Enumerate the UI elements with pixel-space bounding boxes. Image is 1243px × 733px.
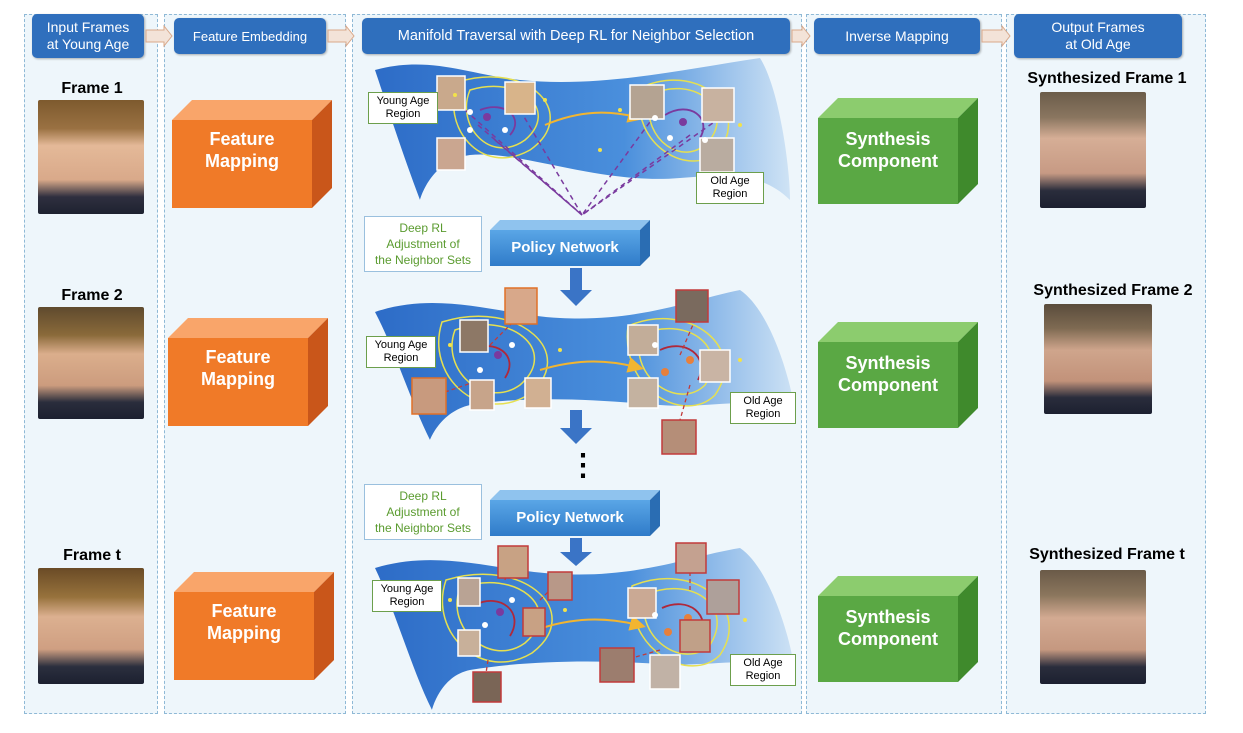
old-region-label-1: Old Age Region [696, 172, 764, 204]
manifold-yellow-dots [448, 93, 747, 622]
output-frame-image-3 [1040, 570, 1146, 684]
policy-network-label-1: Policy Network [511, 239, 619, 256]
old-region-label-2: Old Age Region [730, 392, 796, 424]
output-frame-label-2: Synthesized Frame 2 [1033, 282, 1193, 299]
header-arrows [145, 24, 1011, 48]
synthesis-boxes [818, 98, 978, 682]
input-frame-label-3: Frame t [63, 547, 121, 564]
young-region-label-1: Young Age Region [368, 92, 438, 124]
policy-network-label-2: Policy Network [516, 509, 624, 526]
input-frame-label-2: Frame 2 [61, 287, 123, 304]
old-region-label-3: Old Age Region [730, 654, 796, 686]
input-frame-label-1: Frame 1 [61, 80, 123, 97]
ellipsis: ⋮ [568, 449, 598, 482]
young-region-label-2: Young Age Region [366, 336, 436, 368]
manifold-1 [375, 58, 790, 216]
input-frame-image-2 [38, 307, 144, 419]
deep-rl-label-2: Deep RL Adjustment of the Neighbor Sets [364, 484, 482, 540]
policy-network-box-2 [490, 490, 660, 536]
deep-rl-label-1: Deep RL Adjustment of the Neighbor Sets [364, 216, 482, 272]
young-region-label-3: Young Age Region [372, 580, 442, 612]
down-arrow-3 [560, 538, 592, 566]
header-output-frames: Output Frames at Old Age [1014, 14, 1182, 58]
header-input-frames: Input Frames at Young Age [32, 14, 144, 58]
header-inverse-mapping: Inverse Mapping [814, 18, 980, 54]
output-frame-image-2 [1044, 304, 1152, 414]
output-frame-label-3: Synthesized Frame t [1029, 546, 1185, 563]
down-arrow-2 [560, 410, 592, 444]
output-frame-label-1: Synthesized Frame 1 [1027, 70, 1187, 87]
input-frame-image-3 [38, 568, 144, 684]
policy-network-box-1 [490, 220, 650, 266]
header-feature-embedding: Feature Embedding [174, 18, 326, 54]
output-frame-image-1 [1040, 92, 1146, 208]
input-frame-image-1 [38, 100, 144, 214]
neighbor-thumbnails [411, 75, 740, 703]
down-arrow-1 [560, 268, 592, 306]
feature-mapping-boxes [168, 100, 334, 680]
header-manifold-traversal: Manifold Traversal with Deep RL for Neig… [362, 18, 790, 54]
manifold-dots [467, 109, 708, 628]
